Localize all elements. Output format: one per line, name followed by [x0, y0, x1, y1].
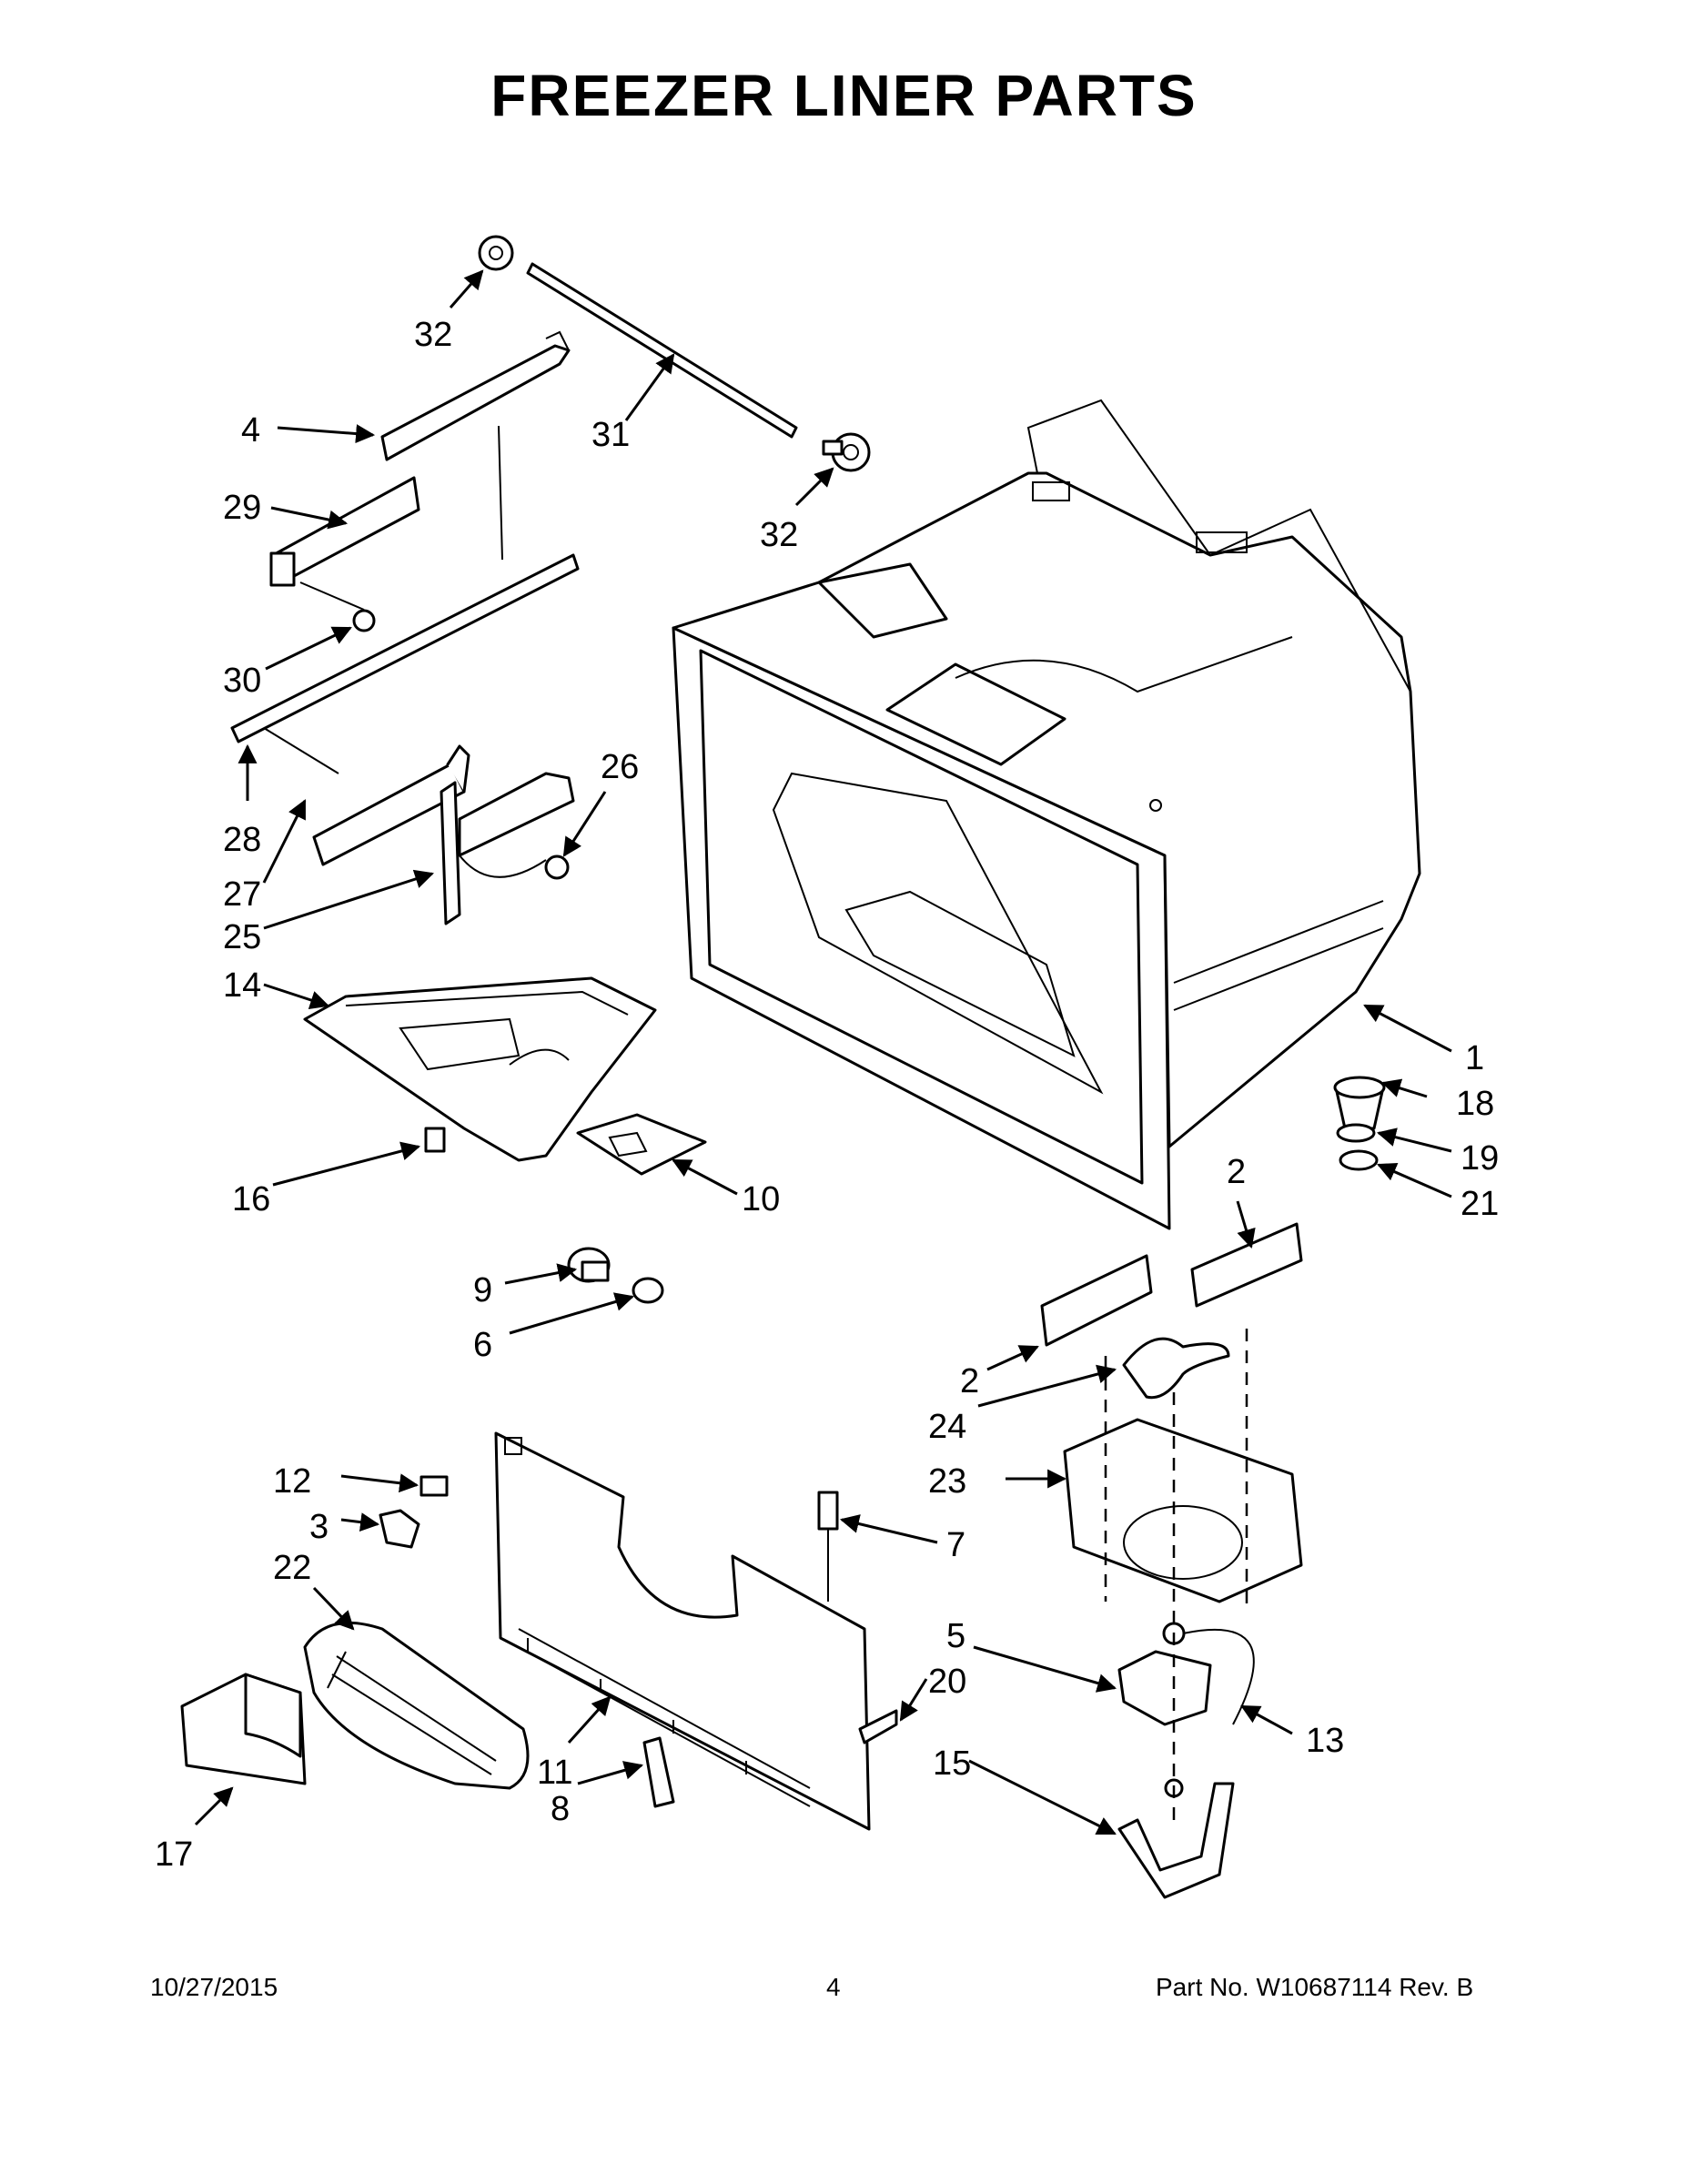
slide-rail-assembly	[230, 330, 580, 866]
callout-10: 10	[742, 1180, 780, 1218]
callout-8: 8	[551, 1790, 570, 1828]
callout-29: 29	[223, 489, 261, 527]
callout-2: 2	[1227, 1153, 1246, 1191]
light-socket-parts	[567, 1247, 664, 1304]
shaft-and-gears	[478, 235, 871, 472]
callout-6: 6	[473, 1326, 492, 1364]
callout-32: 32	[414, 316, 452, 354]
callout-7: 7	[946, 1526, 965, 1564]
callout-12: 12	[273, 1462, 311, 1501]
footer-page-number: 4	[826, 1973, 841, 2001]
callout-24: 24	[928, 1408, 966, 1446]
callout-31: 31	[591, 416, 630, 454]
callout-5: 5	[946, 1617, 965, 1655]
evaporator-cover	[494, 1431, 871, 1831]
sensors	[642, 1491, 839, 1808]
callout-25: 25	[223, 918, 261, 956]
callout-27: 27	[223, 875, 261, 914]
callout-21: 21	[1461, 1185, 1499, 1223]
air-duct	[303, 976, 657, 1162]
callout-18: 18	[1456, 1085, 1494, 1123]
bracket-part-25	[440, 772, 575, 925]
callout-20: 20	[928, 1663, 966, 1701]
callout-22: 22	[273, 1549, 311, 1587]
page-title: FREEZER LINER PARTS	[490, 63, 1198, 128]
callout-17: 17	[155, 1835, 193, 1874]
screw-and-clip	[379, 1475, 449, 1549]
callout-labels: 1 2 2 3 4 5 6 7 8 9 10 11 12 13 14 15 16…	[155, 316, 1499, 1874]
callout-2: 2	[960, 1362, 979, 1400]
callout-1: 1	[1465, 1039, 1484, 1077]
footer-part-number: Part No. W10687114 Rev. B	[1156, 1973, 1474, 2001]
callout-14: 14	[223, 966, 261, 1005]
callout-9: 9	[473, 1271, 492, 1309]
callout-32: 32	[760, 516, 798, 554]
callout-4: 4	[241, 411, 260, 450]
callout-13: 13	[1306, 1722, 1344, 1760]
callout-19: 19	[1461, 1139, 1499, 1178]
foam-pad	[576, 1113, 707, 1176]
callout-3: 3	[309, 1508, 329, 1546]
callout-15: 15	[933, 1744, 971, 1783]
footer-date: 10/27/2015	[150, 1973, 278, 2001]
callout-23: 23	[928, 1462, 966, 1501]
callout-11: 11	[537, 1754, 572, 1792]
freezer-liner	[672, 399, 1421, 1230]
callout-26: 26	[601, 748, 639, 786]
callout-16: 16	[232, 1180, 270, 1218]
callout-28: 28	[223, 821, 261, 859]
grille-and-cover	[180, 1621, 530, 1790]
fan-assembly	[858, 1222, 1303, 1899]
drain-parts	[1333, 1076, 1386, 1171]
leader-lines	[194, 269, 1452, 1835]
callout-30: 30	[223, 662, 261, 700]
